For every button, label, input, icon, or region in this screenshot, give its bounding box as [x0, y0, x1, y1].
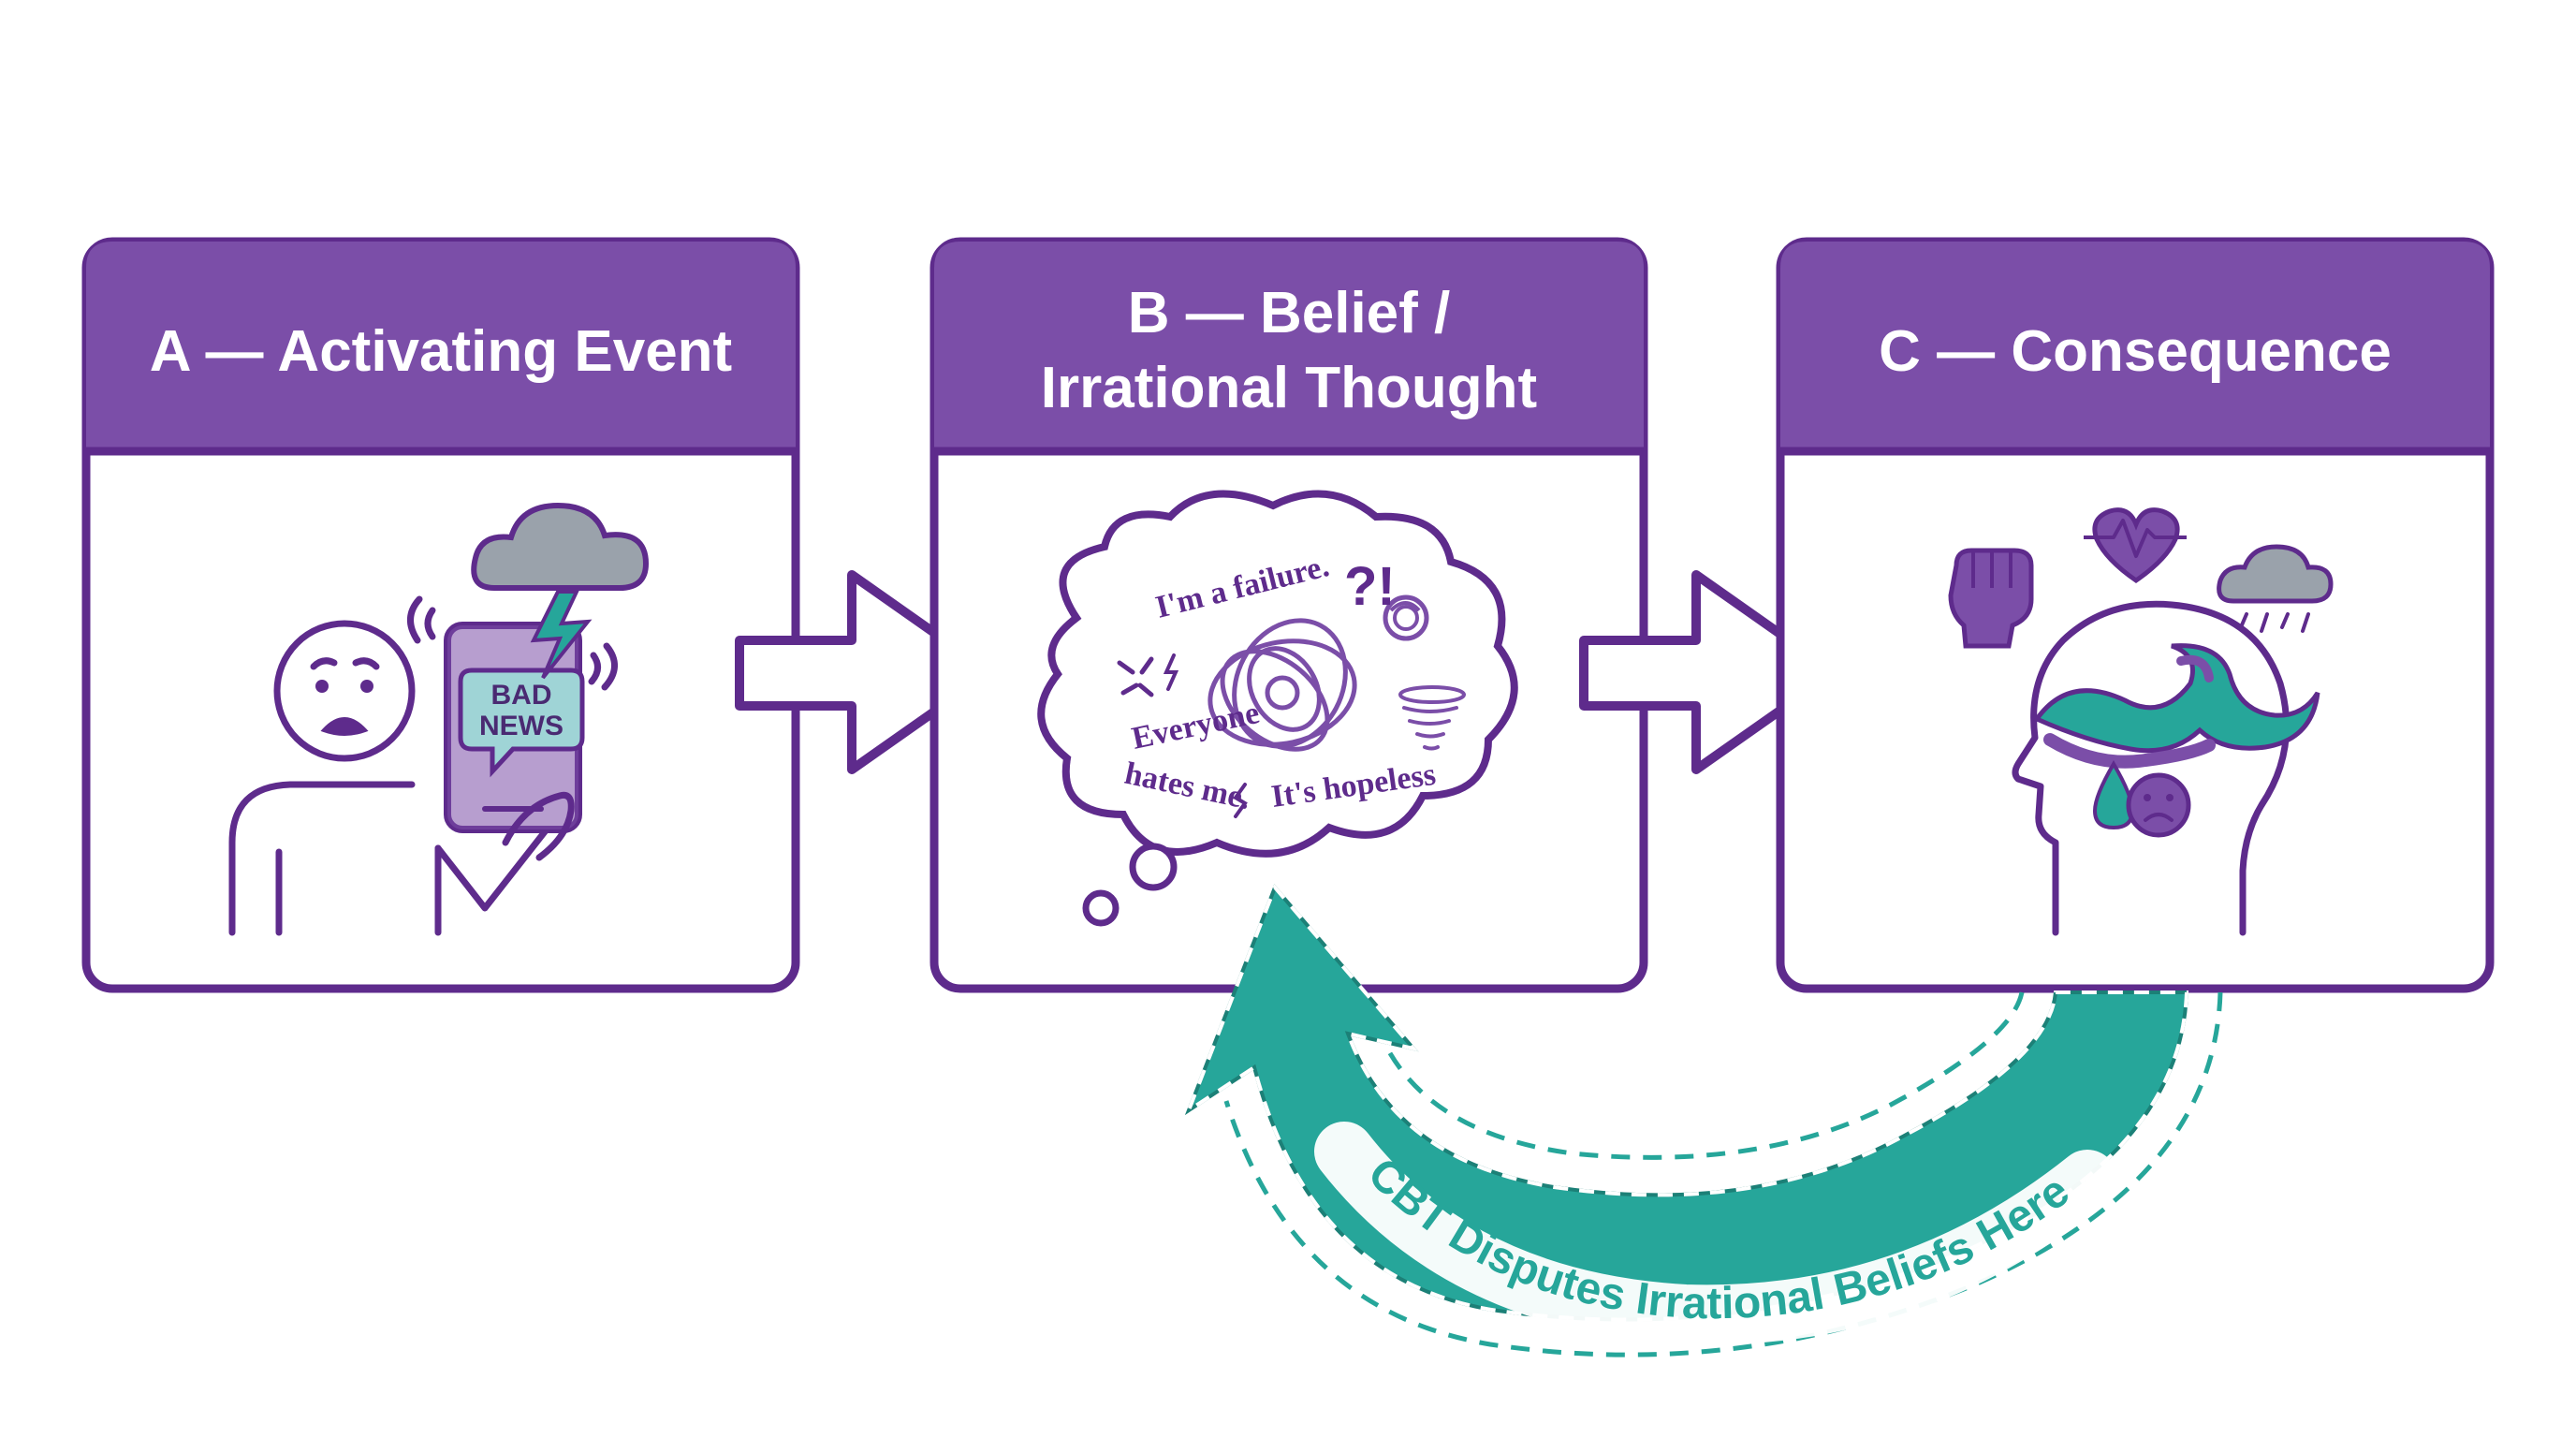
panel-b: B — Belief /Irrational Thought	[929, 237, 1648, 993]
right-arrow-icon	[735, 570, 995, 774]
head-profile-icon	[2012, 600, 2291, 936]
panel-c-header	[1780, 242, 2490, 451]
tangled-scribble-icon	[1208, 618, 1357, 752]
news-bubble: BAD NEWS	[458, 668, 585, 778]
rose-icon	[1383, 594, 1429, 641]
person-icon	[228, 620, 564, 936]
fist-icon	[1948, 548, 2034, 649]
panel-a-header	[86, 242, 796, 451]
thought-cloud-icon	[1037, 490, 1518, 858]
right-arrow-icon	[1579, 570, 1839, 774]
wave-icon	[2033, 643, 2320, 769]
panel-a-title: A — Activating Event	[150, 319, 732, 384]
curved-feedback-arrow-icon: CBT Disputes Irrational Beliefs Here	[1184, 884, 2223, 1357]
panel-c: C — Consequence	[1776, 237, 2495, 993]
storm-cloud-icon	[471, 502, 650, 680]
thought-exclaim: ?!	[1344, 556, 1396, 617]
heart-pulse-icon	[2084, 507, 2187, 584]
panel-b-header	[934, 242, 1644, 451]
news-label-line-1: BAD	[491, 680, 552, 711]
lightning-icon	[530, 590, 593, 680]
panel-b-title: B — Belief /Irrational Thought	[1041, 281, 1537, 420]
panel-a: A — Activating Event	[81, 237, 800, 993]
panel-c-title: C — Consequence	[1879, 319, 2392, 384]
news-label-line-2: NEWS	[479, 711, 564, 741]
tornado-icon	[1398, 685, 1466, 751]
rain-cloud-icon	[2217, 544, 2334, 633]
sad-face-icon	[273, 620, 416, 762]
sad-face-icon	[2126, 772, 2191, 838]
anger-icon	[1117, 653, 1179, 697]
